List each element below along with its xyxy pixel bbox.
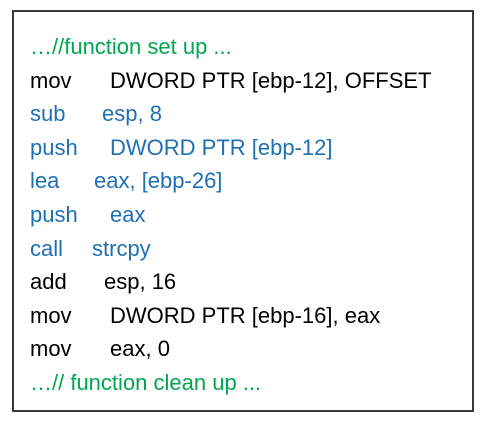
operands: DWORD PTR [ebp-16], eax bbox=[110, 302, 381, 328]
mnemonic: add bbox=[30, 269, 67, 295]
code-line-setup-comment: …//function set up ... bbox=[30, 30, 464, 64]
mnemonic: push bbox=[30, 134, 78, 160]
operands: eax, [ebp-26] bbox=[94, 168, 223, 194]
operands: DWORD PTR [ebp-12], OFFSET bbox=[110, 67, 432, 93]
operands: esp, 16 bbox=[104, 269, 177, 295]
comment-text: …//function set up ... bbox=[30, 34, 232, 59]
mnemonic: push bbox=[30, 201, 78, 227]
comment-text: …// function clean up ... bbox=[30, 369, 262, 395]
operands: eax, 0 bbox=[110, 336, 170, 362]
code-line-sub: sub esp, 8 bbox=[30, 97, 464, 131]
mnemonic: lea bbox=[30, 168, 60, 194]
code-line-push-ptr: push DWORD PTR [ebp-12] bbox=[30, 131, 464, 165]
code-line-call: call strcpy bbox=[30, 232, 464, 266]
mnemonic: mov bbox=[30, 67, 72, 93]
code-line-lea: lea eax, [ebp-26] bbox=[30, 164, 464, 198]
mnemonic: mov bbox=[30, 336, 72, 362]
operands: strcpy bbox=[92, 235, 151, 261]
code-line-push-eax: push eax bbox=[30, 198, 464, 232]
mnemonic: sub bbox=[30, 101, 66, 127]
operands: DWORD PTR [ebp-12] bbox=[110, 134, 333, 160]
mnemonic: call bbox=[30, 235, 64, 261]
operands: esp, 8 bbox=[102, 101, 162, 127]
mnemonic: mov bbox=[30, 302, 72, 328]
code-line-mov-offset: mov DWORD PTR [ebp-12], OFFSET bbox=[30, 64, 464, 98]
code-line-mov-eax0: mov eax, 0 bbox=[30, 332, 464, 366]
code-line-cleanup-comment: …// function clean up ... bbox=[30, 366, 464, 400]
code-line-add: add esp, 16 bbox=[30, 265, 464, 299]
operands: eax bbox=[110, 201, 146, 227]
code-line-mov-ebp16: mov DWORD PTR [ebp-16], eax bbox=[30, 299, 464, 333]
